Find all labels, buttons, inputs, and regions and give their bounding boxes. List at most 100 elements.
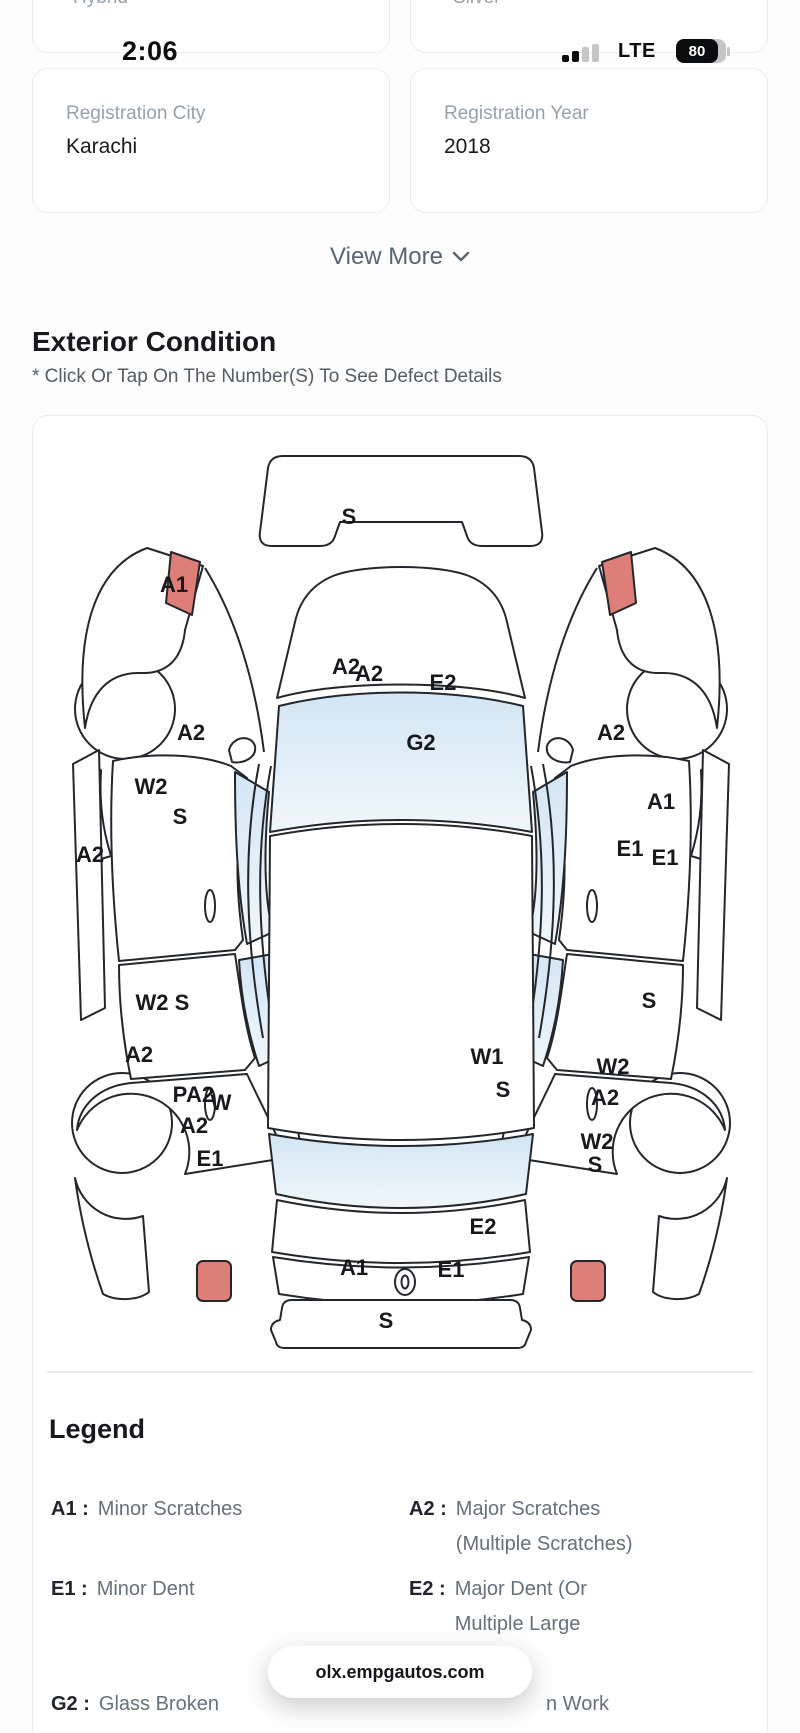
defect-label-s[interactable]: S	[175, 990, 190, 1015]
front-left-door-handle	[204, 889, 216, 923]
rear-left-door-handle	[204, 1087, 216, 1121]
legend-key: G2 :	[51, 1693, 90, 1715]
rear-left-door[interactable]	[118, 953, 256, 1080]
defect-label-w1[interactable]: W1	[471, 1044, 504, 1069]
registration-year-card: Registration Year 2018	[410, 68, 768, 213]
defect-label-e1[interactable]: E1	[617, 836, 644, 861]
fuel-type-card: Hybrid	[32, 0, 390, 53]
defect-label-a2[interactable]: A2	[355, 661, 383, 686]
defect-label-a2[interactable]: A2	[180, 1113, 208, 1138]
defect-label-e1[interactable]: E1	[652, 845, 679, 870]
legend-row: A1 : Minor Scratches A2 : Major Scratche…	[51, 1492, 753, 1562]
view-more-button[interactable]: View More	[0, 243, 800, 271]
legend-desc: Repaired With P	[449, 1725, 595, 1733]
section-note: * Click Or Tap On The Number(S) To See D…	[32, 366, 502, 387]
status-bar-time: 2:06	[121, 36, 179, 66]
section-title: Exterior Condition	[32, 326, 277, 357]
rear-left-defect-highlight[interactable]	[196, 1260, 232, 1302]
defect-label-a1[interactable]: A1	[160, 572, 188, 597]
rear-window[interactable]	[268, 1133, 534, 1209]
legend-item-g2: G2 : Glass Broken	[51, 1687, 409, 1722]
legend-desc: Glass Broken	[98, 1693, 219, 1715]
hood[interactable]	[276, 566, 526, 699]
legend-key: S :	[51, 1725, 77, 1733]
legend-key: W :	[409, 1725, 440, 1733]
defect-label-g2[interactable]: G2	[406, 730, 435, 755]
front-bumper[interactable]	[258, 455, 544, 547]
chevron-down-icon	[452, 251, 470, 262]
legend-item-w: W : Repaired With P	[409, 1725, 753, 1733]
legend-desc: Paint Chipped /	[86, 1725, 223, 1733]
defect-label-w2[interactable]: W2	[581, 1129, 614, 1154]
left-mirror	[228, 737, 257, 764]
windshield[interactable]	[269, 691, 533, 833]
legend-key: E1 :	[51, 1578, 88, 1600]
defect-label-w[interactable]: W	[211, 1090, 232, 1115]
rear-left-quarter-panel[interactable]	[76, 1073, 282, 1175]
legend-key: A2 :	[409, 1498, 447, 1520]
defect-label-a2[interactable]: A2	[591, 1085, 619, 1110]
legend-item-s: S : Paint Chipped /	[51, 1725, 409, 1733]
left-side-rail	[247, 763, 264, 1039]
legend-row: G2 : Glass Broken n Work	[51, 1687, 753, 1722]
fuel-type-label: Hybrid	[73, 0, 128, 9]
defect-label-a2[interactable]: A2	[186, 1082, 214, 1107]
legend-desc: Major Scratches (Multiple Scratches)	[455, 1498, 633, 1555]
legend-title: Legend	[49, 1414, 146, 1444]
legend-item-a1: A1 : Minor Scratches	[51, 1492, 409, 1562]
legend-desc: n Work	[546, 1693, 609, 1715]
registration-year-label: Registration Year	[444, 103, 589, 124]
defect-label-w2[interactable]: W2	[597, 1054, 630, 1079]
defect-label-e1[interactable]: E1	[438, 1257, 465, 1282]
defect-label-s[interactable]: S	[496, 1077, 511, 1102]
legend-item-a2: A2 : Major Scratches (Multiple Scratches…	[409, 1492, 753, 1562]
defect-label-a1[interactable]: A1	[647, 789, 675, 814]
defect-label-s[interactable]: S	[173, 804, 188, 829]
registration-city-value: Karachi	[66, 135, 138, 158]
legend-desc: Minor Dent	[96, 1578, 195, 1600]
color-card: Silver	[410, 0, 768, 53]
defect-label-a2[interactable]: A2	[177, 720, 205, 745]
view-more-label: View More	[330, 243, 443, 270]
watermark-text: olx.empgautos.com	[315, 1661, 485, 1682]
defect-label-e2[interactable]: E2	[470, 1214, 497, 1239]
defect-label-p[interactable]: P	[173, 1082, 188, 1107]
front-left-fender-defect-highlight[interactable]	[165, 551, 201, 616]
watermark-pill: olx.empgautos.com	[268, 1646, 532, 1698]
defect-label-s[interactable]: S	[642, 988, 657, 1013]
defect-label-w2[interactable]: W2	[136, 990, 169, 1015]
legend-item-obscured: n Work	[409, 1687, 753, 1722]
network-type-label: LTE	[618, 40, 656, 62]
defect-label-a2[interactable]: A2	[76, 842, 104, 867]
color-label: Silver	[453, 0, 501, 9]
section-divider	[47, 1371, 753, 1373]
roof[interactable]	[267, 823, 535, 1141]
legend-item-e1: E1 : Minor Dent	[51, 1572, 409, 1677]
left-rocker-panel[interactable]	[72, 749, 106, 1021]
legend-row: S : Paint Chipped / W : Repaired With P	[51, 1725, 753, 1733]
defect-label-a2[interactable]: A2	[125, 1042, 153, 1067]
trunk-keyhole-icon	[394, 1268, 416, 1296]
rear-left-bumper-corner	[74, 1177, 150, 1300]
defect-label-s[interactable]: S	[379, 1308, 394, 1333]
cellular-signal-icon	[562, 44, 599, 62]
trunk-lid[interactable]	[271, 1199, 531, 1264]
rear-bumper[interactable]	[270, 1299, 532, 1349]
battery-cap	[727, 47, 730, 56]
registration-city-label: Registration City	[66, 103, 206, 124]
defect-label-s[interactable]: S	[342, 504, 357, 529]
defect-label-e1[interactable]: E1	[197, 1146, 224, 1171]
defect-label-a1[interactable]: A1	[340, 1255, 368, 1280]
left-a-pillar	[204, 567, 265, 753]
defect-label-e2[interactable]: E2	[430, 670, 457, 695]
defect-label-a2[interactable]: A2	[597, 720, 625, 745]
registration-year-value: 2018	[444, 135, 491, 158]
defect-label-a2[interactable]: A2	[332, 654, 360, 679]
defect-label-s[interactable]: S	[588, 1152, 603, 1177]
registration-city-card: Registration City Karachi	[32, 68, 390, 213]
legend-desc: Minor Scratches	[97, 1498, 243, 1520]
front-left-door[interactable]	[110, 754, 248, 962]
defect-label-w2[interactable]: W2	[135, 774, 168, 799]
